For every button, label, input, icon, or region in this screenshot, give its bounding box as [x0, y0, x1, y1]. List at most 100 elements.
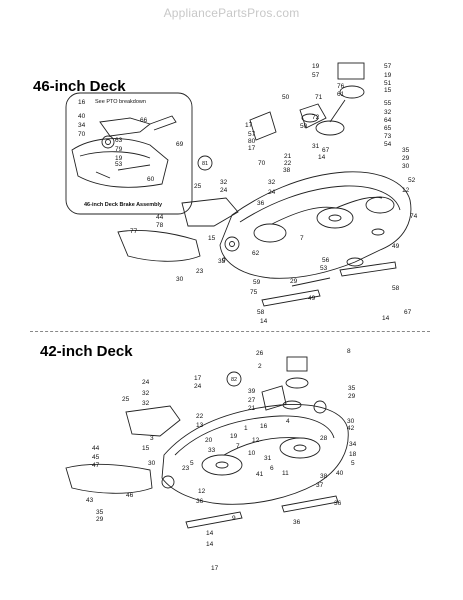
deck46-housing [219, 171, 412, 279]
deck42-part-label-30: 30 [347, 418, 355, 425]
inset-part-label-70: 70 [78, 131, 86, 138]
deck46-part-label-50: 50 [300, 123, 308, 130]
section-divider [30, 331, 430, 332]
deck46-part-label-36: 36 [257, 200, 265, 207]
deck42-part-label-19: 19 [230, 433, 238, 440]
deck42-part-label-6: 6 [270, 465, 274, 472]
inset-part-label-66: 66 [140, 117, 148, 124]
deck46-part-label-77: 77 [130, 228, 138, 235]
callout-81-label: 81 [202, 161, 208, 167]
deck42-part-label-36: 36 [293, 519, 301, 526]
deck-belt-46 [271, 196, 383, 225]
deck46-part-label-73: 73 [384, 133, 392, 140]
deck42-part-label-8: 8 [347, 348, 351, 355]
deck42-housing [161, 404, 349, 505]
belt-guard-42 [286, 356, 308, 372]
brake-bracket-shape [71, 138, 169, 188]
deck46-part-label-49: 49 [308, 295, 316, 302]
deck42-part-label-25: 25 [122, 396, 130, 403]
callout-bubble-81 [197, 155, 213, 171]
deck42-part-label-32: 32 [142, 390, 150, 397]
deck46-part-label-22: 22 [284, 160, 292, 167]
deck46-part-label-56: 56 [322, 257, 330, 264]
deck42-part-label-18: 18 [349, 451, 357, 458]
deck42-part-label-38: 38 [320, 473, 328, 480]
deck46-part-label-54: 54 [384, 141, 392, 148]
deck46-part-label-32: 32 [220, 179, 228, 186]
deck46-part-label-23: 23 [196, 268, 204, 275]
discharge-chute-46 [181, 197, 239, 227]
gauge-wheel-46 [224, 236, 240, 252]
inset-part-label-69: 69 [176, 141, 184, 148]
deck46-part-label-19: 19 [312, 63, 320, 70]
deck46-part-label-44: 44 [156, 214, 164, 221]
discharge-chute-42 [125, 405, 181, 437]
deck46-part-label-17: 17 [245, 122, 253, 129]
deck46-part-label-12: 12 [402, 187, 410, 194]
deck42-part-label-36: 36 [196, 498, 204, 505]
deck42-part-label-29: 29 [96, 516, 104, 523]
deck46-part-label-53: 53 [320, 265, 328, 272]
deck46-part-label-76: 76 [337, 83, 345, 90]
deck42-part-label-22: 22 [196, 413, 204, 420]
watermark: AppliancePartsPros.com [163, 6, 300, 20]
deck46-part-label-30: 30 [402, 163, 410, 170]
deck42-part-label-33: 33 [208, 447, 216, 454]
callout-82-label: 82 [231, 377, 237, 383]
brake-pulley [101, 135, 115, 149]
deck46-part-label-14: 14 [318, 154, 326, 161]
deck46-part-label-14: 14 [382, 315, 390, 322]
deck42-part-label-31: 31 [264, 455, 272, 462]
deck46-part-label-71: 71 [315, 94, 323, 101]
inset-part-label-16: 16 [78, 99, 86, 106]
deck42-part-label-29: 29 [348, 393, 356, 400]
gauge-wheel-42 [313, 400, 327, 414]
deck-42-title: 42-inch Deck [40, 343, 133, 360]
engine-pulley-42 [285, 377, 309, 389]
inset-part-label-40: 40 [78, 113, 86, 120]
deck42-part-label-40: 40 [336, 470, 344, 477]
deck42-part-label-45: 45 [92, 454, 100, 461]
deck42-part-label-5: 5 [351, 460, 355, 467]
deck42-part-label-37: 37 [316, 482, 324, 489]
deck42-part-label-35: 35 [96, 509, 104, 516]
callout-bubble-82 [226, 371, 242, 387]
deck42-part-label-42: 42 [347, 425, 355, 432]
spindle-right-46 [365, 196, 395, 214]
deck42-part-label-17: 17 [194, 375, 202, 382]
deck42-part-label-35: 35 [348, 385, 356, 392]
deck42-part-label-36: 36 [334, 500, 342, 507]
deck42-part-label-32: 32 [142, 400, 150, 407]
deck46-part-label-15: 15 [384, 87, 392, 94]
deck42-part-label-14: 14 [206, 530, 214, 537]
deck42-part-label-15: 15 [142, 445, 150, 452]
deck42-part-label-16: 16 [260, 423, 268, 430]
spindle-left-46 [253, 223, 287, 243]
anti-scalp-wheel-46 [346, 257, 364, 267]
deck42-part-label-1: 1 [244, 425, 248, 432]
deck42-part-label-3: 3 [150, 435, 154, 442]
brake-lever-shape [99, 117, 151, 137]
inset-part-label-34: 34 [78, 122, 86, 129]
inset-part-label-63: 63 [115, 137, 123, 144]
blade-left-42 [185, 511, 243, 529]
brake-assembly-inset [65, 92, 193, 215]
deck46-part-label-62: 62 [252, 250, 260, 257]
deck46-part-label-80: 80 [248, 138, 256, 145]
deck42-part-label-10: 10 [248, 450, 256, 457]
deck46-part-label-49: 49 [392, 243, 400, 250]
deck46-part-label-30: 30 [176, 276, 184, 283]
deck42-part-label-24: 24 [194, 383, 202, 390]
deck42-part-label-46: 46 [126, 492, 134, 499]
deck42-part-label-12: 12 [252, 437, 260, 444]
deck46-part-label-32: 32 [268, 179, 276, 186]
deck46-part-label-24: 24 [268, 189, 276, 196]
spindle-left-42 [201, 454, 243, 476]
deck-46-title: 46-inch Deck [33, 78, 126, 95]
blade-left-46 [261, 289, 321, 307]
deck42-part-label-26: 26 [256, 350, 264, 357]
inset-note: See PTO breakdown [95, 99, 146, 105]
deck42-part-label-44: 44 [92, 445, 100, 452]
deck46-part-label-70: 70 [258, 160, 266, 167]
deck42-part-label-39: 39 [248, 388, 256, 395]
